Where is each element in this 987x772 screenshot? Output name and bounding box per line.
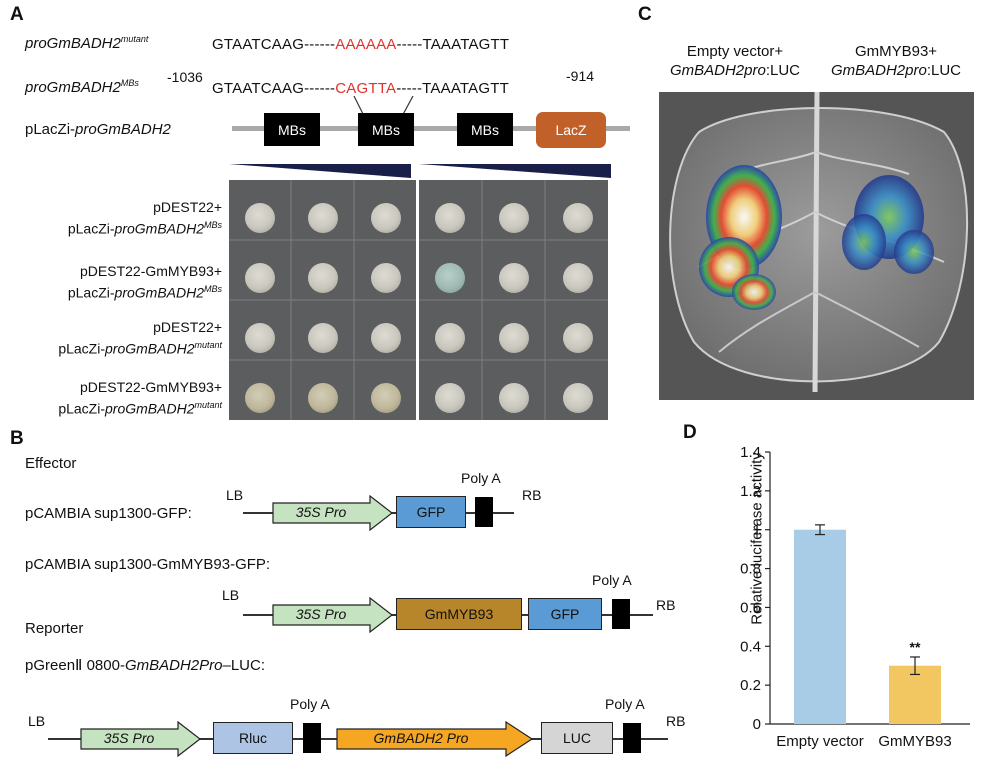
yeast-colony: [563, 203, 593, 233]
gfp-box-1: GFP: [396, 496, 466, 528]
placzi-construct-label: pLacZi-proGmBADH2: [25, 121, 171, 138]
yeast-colony: [371, 263, 401, 293]
panel-c-label: C: [638, 4, 652, 25]
polya-label-3: Poly A: [290, 696, 330, 712]
promoter-line: [232, 126, 630, 131]
yeast-colony: [308, 263, 338, 293]
y-tick-label: 1.2: [740, 483, 761, 500]
panel-d-label: D: [683, 422, 697, 443]
yeast-colony: [308, 323, 338, 353]
row-label-3: pDEST22+pLacZi-proGmBADH2mutant: [58, 319, 222, 357]
rb-3: RB: [666, 713, 686, 729]
mbs-start-position: -1036: [167, 69, 203, 85]
mbs-box-1: MBs: [264, 113, 320, 146]
yeast-colony: [499, 383, 529, 413]
polya-label-2: Poly A: [592, 572, 632, 588]
mbs-box-3: MBs: [457, 113, 513, 146]
pro35s-label-3: 35S Pro: [103, 730, 155, 746]
mbs-promoter-label: proGmBADH2MBs: [25, 78, 139, 96]
row-label-2: pDEST22-GmMYB93+pLacZi-proGmBADH2MBs: [67, 263, 222, 301]
polya-block-4: [623, 723, 641, 753]
y-tick-label: 1: [753, 522, 761, 539]
mbs-sequence: GTAATCAAG------CAGTTA-----TAAATAGTT: [212, 80, 509, 97]
panel-a-label: A: [10, 4, 24, 25]
row-labels: pDEST22+pLacZi-proGmBADH2MBs pDEST22-GmM…: [10, 198, 222, 428]
pro35s-arrow-1: [272, 495, 393, 531]
lacz-box: LacZ: [536, 112, 606, 148]
leaf-left-caption: Empty vector+ GmBADH2pro:LUC: [669, 43, 801, 79]
gmmyb93-box: GmMYB93: [396, 598, 522, 630]
rb-2: RB: [656, 597, 676, 613]
x-category-label: GmMYB93: [878, 733, 951, 750]
yeast-colony: [499, 263, 529, 293]
yeast-colony: [435, 263, 465, 293]
polya-label-1: Poly A: [461, 470, 501, 486]
rluc-box: Rluc: [213, 722, 293, 754]
y-tick-label: 0.4: [740, 638, 761, 655]
effector-heading: Effector: [25, 455, 77, 472]
yeast-colony: [563, 383, 593, 413]
polya-block-3: [303, 723, 321, 753]
yeast-colony: [435, 323, 465, 353]
luciferase-leaf-image: [659, 92, 974, 400]
yeast-colony: [245, 263, 275, 293]
lb-2: LB: [222, 587, 240, 603]
pro35s-label-2: 35S Pro: [295, 606, 347, 622]
y-tick-label: 0.6: [740, 599, 761, 616]
yeast-colony: [245, 383, 275, 413]
yeast-colony: [435, 203, 465, 233]
reporter-heading: Reporter: [25, 620, 84, 637]
yeast-colony: [563, 323, 593, 353]
mutant-sequence: GTAATCAAG------AAAAAA-----TAAATAGTT: [212, 36, 510, 53]
yeast-colony: [308, 383, 338, 413]
lb-1: LB: [226, 487, 244, 503]
row-label-1: pDEST22+pLacZi-proGmBADH2MBs: [67, 199, 222, 237]
badh2pro-label: GmBADH2 Pro: [373, 730, 469, 746]
bar-2: [889, 665, 941, 724]
mbs-end-position: -914: [566, 68, 595, 84]
luc-box: LUC: [541, 722, 613, 754]
construct-1-label: pCAMBIA sup1300-GFP:: [25, 505, 192, 522]
yeast-colony: [563, 263, 593, 293]
yeast-colony: [245, 323, 275, 353]
pro35s-arrow-3: [80, 721, 201, 757]
yeast-colony: [245, 203, 275, 233]
yeast-colony: [371, 203, 401, 233]
mutant-promoter-label: proGmBADH2mutant: [25, 34, 149, 52]
pro35s-label-1: 35S Pro: [295, 504, 347, 520]
significance-label: **: [910, 639, 921, 655]
plate-grid: [229, 180, 608, 420]
yeast-colony: [308, 203, 338, 233]
yeast-colony: [499, 323, 529, 353]
yeast-colony: [371, 383, 401, 413]
badh2pro-arrow: [336, 721, 534, 757]
dilution-wedges: [229, 164, 611, 178]
y-tick-label: 0.8: [740, 561, 761, 578]
yeast-colony: [435, 383, 465, 413]
x-category-label: Empty vector: [776, 733, 864, 750]
construct-2-label: pCAMBIA sup1300-GmMYB93-GFP:: [25, 556, 271, 573]
leaf-right-caption: GmMYB93+ GmBADH2pro:LUC: [830, 43, 962, 79]
construct-3-label: pGreenⅡ 0800-GmBADH2Pro–LUC:: [25, 657, 266, 674]
y-tick-label: 1.4: [740, 444, 761, 461]
y-tick-label: 0.2: [740, 677, 761, 694]
row-label-4: pDEST22-GmMYB93+pLacZi-proGmBADH2mutant: [58, 379, 222, 417]
rb-1: RB: [522, 487, 542, 503]
panel-b-label: B: [10, 428, 24, 449]
polya-block-2: [612, 599, 630, 629]
polya-label-4: Poly A: [605, 696, 645, 712]
gfp-box-2: GFP: [528, 598, 602, 630]
bar-1: [794, 529, 846, 724]
mbs-box-2: MBs: [358, 113, 414, 146]
y-tick-label: 0: [753, 716, 761, 733]
lb-3: LB: [28, 713, 46, 729]
pro35s-arrow-2: [272, 597, 393, 633]
yeast-colony: [499, 203, 529, 233]
polya-block-1: [475, 497, 493, 527]
yeast-colony: [371, 323, 401, 353]
